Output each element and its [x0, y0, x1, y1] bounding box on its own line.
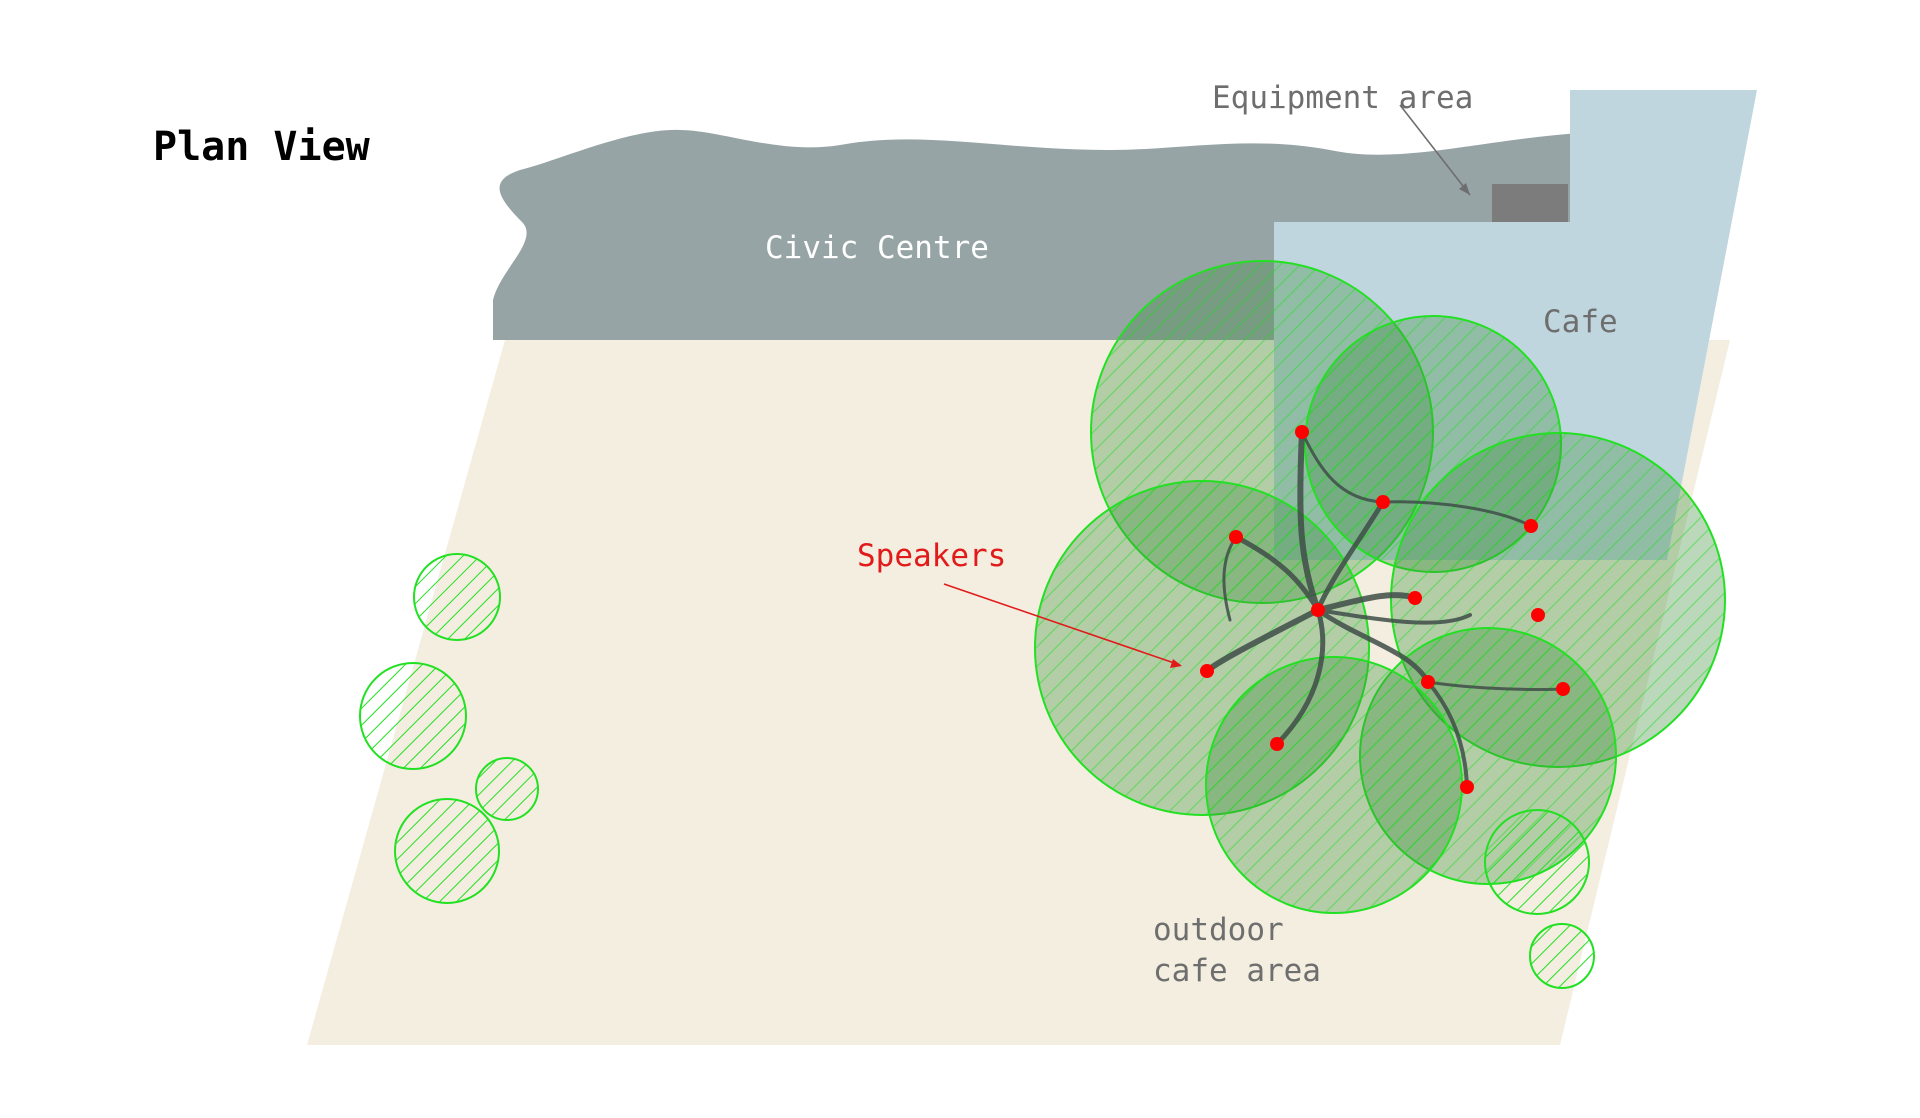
small-tree	[394, 798, 500, 904]
small-tree	[475, 757, 539, 821]
equipment-arrow	[1399, 104, 1471, 196]
speaker-dot	[1270, 737, 1284, 751]
small-tree	[1529, 923, 1595, 989]
speaker-dot	[1524, 519, 1538, 533]
speaker-dot	[1421, 675, 1435, 689]
speaker-dot	[1295, 425, 1309, 439]
speaker-dot	[1531, 608, 1545, 622]
small-tree	[359, 662, 467, 770]
speaker-dot	[1376, 495, 1390, 509]
speakers-arrowhead	[1170, 659, 1182, 668]
outdoor-label-line1: outdoor	[1153, 912, 1284, 948]
equipment-area-label: Equipment area	[1212, 80, 1473, 116]
speaker-dot	[1311, 603, 1325, 617]
small-tree	[413, 553, 501, 641]
speakers-label: Speakers	[857, 538, 1006, 574]
tree-group	[359, 260, 1726, 989]
small-tree	[1484, 809, 1590, 915]
civic-centre-label: Civic Centre	[765, 230, 989, 266]
tree-canopy	[1206, 657, 1462, 913]
speaker-dot	[1200, 664, 1214, 678]
speaker-dot	[1229, 530, 1243, 544]
speaker-dot	[1556, 682, 1570, 696]
speakers-arrow	[943, 583, 1181, 666]
speakers-group	[1200, 425, 1570, 794]
cafe-label: Cafe	[1543, 304, 1618, 340]
equipment-arrowhead	[1459, 183, 1470, 195]
equipment-box	[1492, 184, 1568, 222]
outdoor-label-line2: cafe area	[1153, 953, 1321, 989]
page-title: Plan View	[153, 124, 371, 170]
speaker-dot	[1408, 591, 1422, 605]
speaker-dot	[1460, 780, 1474, 794]
